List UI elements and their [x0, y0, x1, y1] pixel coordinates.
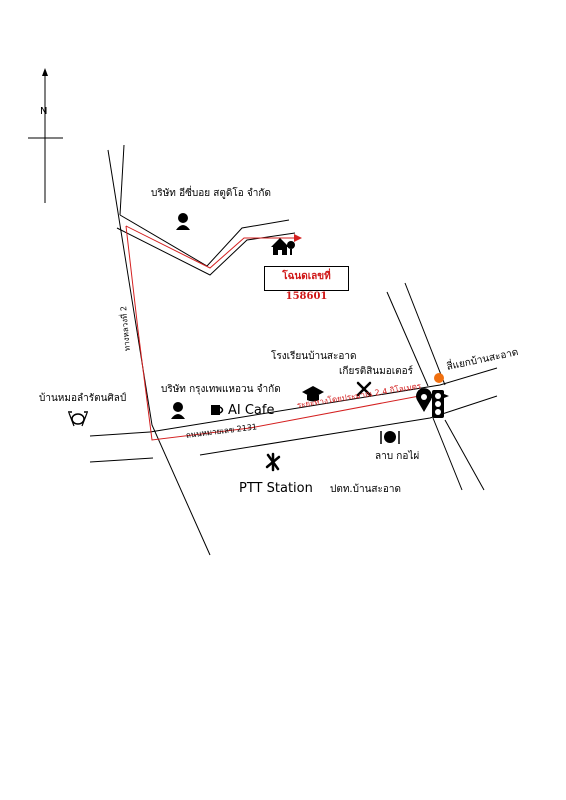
- gas-station-icon: [265, 452, 281, 472]
- place-label-tractor: เกียรติสินมอเตอร์: [339, 366, 414, 377]
- person-icon: [176, 213, 190, 230]
- place-label-cafe: AI Cafe: [228, 403, 275, 418]
- person-icon: [171, 402, 185, 419]
- location-pin-icon: [416, 388, 432, 412]
- place-label-ptt-sub: ปตท.บ้านสะอาด: [330, 484, 402, 495]
- place-label-ptt: PTT Station: [239, 481, 313, 496]
- house-icon: [271, 238, 295, 255]
- restaurant-icon: [380, 431, 400, 444]
- place-label-school: โรงเรียนบ้านสะอาด: [271, 351, 357, 362]
- traffic-light-icon: [427, 390, 449, 418]
- route-path: [125, 225, 431, 441]
- route-arrow-icon: [294, 234, 302, 242]
- road-network: [89, 144, 498, 556]
- graduation-cap-icon: [302, 386, 324, 402]
- compass-rose: [28, 68, 63, 203]
- coffee-cup-icon: [211, 405, 224, 415]
- north-label: N: [40, 106, 48, 117]
- place-label-village: บ้านหมอลำรัตนศิลป์: [39, 393, 127, 404]
- lot-badge: โฉนดเลขที่ 158601: [264, 266, 349, 302]
- north-arrow-icon: [42, 68, 48, 76]
- place-label-company-mid: บริษัท กรุงเทพแหอวน จำกัด: [161, 384, 281, 395]
- drum-icon: [68, 411, 88, 427]
- place-label-company-top: บริษัท อีซี่บอย สตูดิโอ จำกัด: [151, 188, 271, 199]
- tools-icon: [356, 381, 372, 397]
- junction-marker-icon: [434, 373, 444, 383]
- place-label-restaurant: ลาบ กอไผ่: [375, 451, 420, 462]
